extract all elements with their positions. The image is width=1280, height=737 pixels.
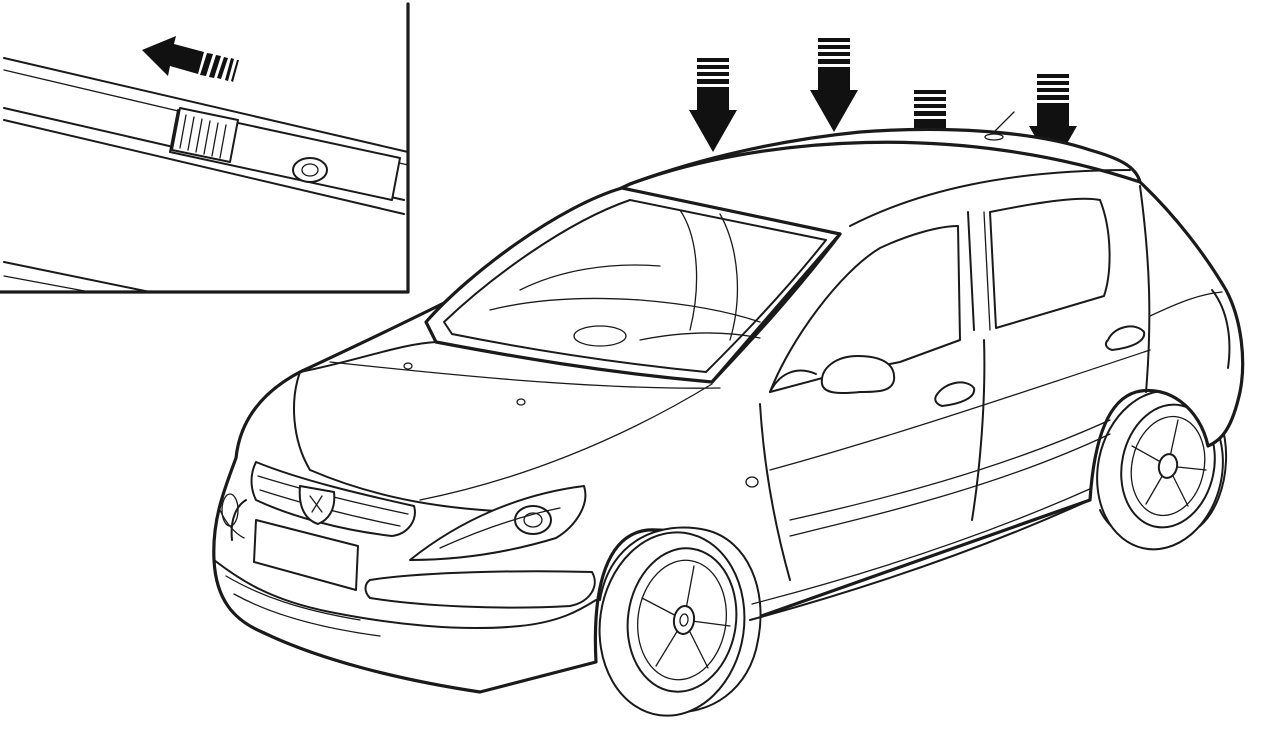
front-side-window [769,225,961,393]
fog-light-bar [364,570,596,609]
arrow-down-icon [1029,74,1077,168]
tail-light [1211,289,1231,369]
door-handle-rear [1104,325,1146,351]
slider-cover [169,107,401,201]
doors [759,185,1151,581]
side-sill [749,499,1091,621]
inset-frame [0,2,410,294]
arrow-down-icon [689,58,737,152]
number-plate [253,519,359,591]
rear-wheel-spokes [1131,419,1207,507]
door-handle-front [934,381,976,407]
a-pillar [710,232,842,384]
roof-edge [628,140,1142,186]
b-pillar [967,211,975,331]
roof-side-edge [849,169,1131,227]
arrow-down-icon [810,38,858,132]
rear-wheel [1096,378,1228,551]
windscreen [424,186,842,384]
rear-side-window [989,197,1111,329]
front-bumper [213,493,597,637]
side-repeater [745,476,759,488]
side-mirror [820,355,896,394]
slide-left-arrow-icon [142,36,239,82]
antenna [989,111,1015,137]
hood [293,341,721,514]
front-wheel-spokes [641,565,731,669]
interior-details [489,209,761,347]
front-wheel [598,526,762,717]
front-grille [250,461,416,537]
hatchback-car [212,111,1245,717]
roof-rail-detail-inset [0,2,410,294]
